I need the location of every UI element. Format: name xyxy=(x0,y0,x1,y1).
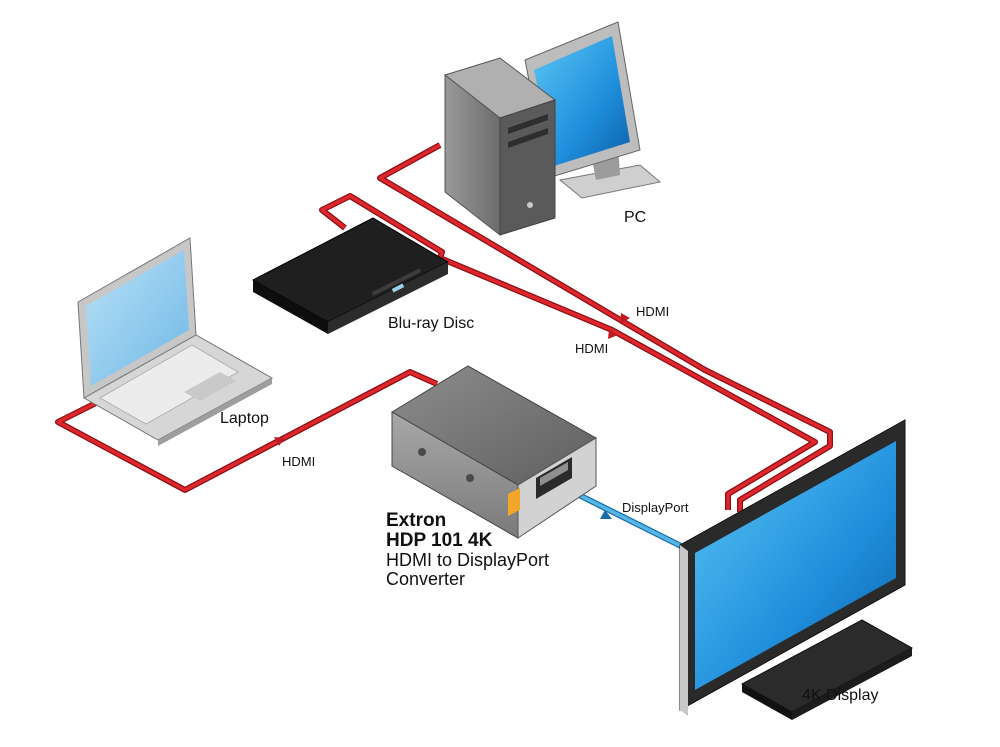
4k-display-icon xyxy=(679,419,914,720)
displayport-cable-label: DisplayPort xyxy=(622,500,689,515)
bluray-player-icon xyxy=(251,217,450,334)
converter-icon xyxy=(391,365,597,539)
hdmi-cable-pc xyxy=(377,142,833,512)
hdmi-cable-laptop xyxy=(55,369,439,493)
laptop-label: Laptop xyxy=(220,410,269,427)
display-label: 4K Display xyxy=(802,687,878,704)
pc-cable-label: HDMI xyxy=(636,304,669,319)
converter-label-block: Extron HDP 101 4K HDMI to DisplayPort Co… xyxy=(386,510,549,589)
bluray-label: Blu-ray Disc xyxy=(388,315,474,332)
arrow-displayport-cable xyxy=(600,510,612,519)
converter-desc-line1: HDMI to DisplayPort xyxy=(386,550,549,570)
pc-label: PC xyxy=(624,209,646,226)
pc-icon xyxy=(443,21,662,237)
arrow-bluray-cable xyxy=(608,329,618,339)
laptop-icon xyxy=(77,237,274,446)
arrow-laptop-cable xyxy=(274,437,285,446)
bluray-cable-label: HDMI xyxy=(575,341,608,356)
converter-model: HDP 101 4K xyxy=(386,530,493,551)
laptop-cable-label: HDMI xyxy=(282,454,315,469)
converter-desc-line2: Converter xyxy=(386,569,465,589)
converter-brand: Extron xyxy=(386,510,446,531)
arrow-pc-cable xyxy=(620,313,630,324)
